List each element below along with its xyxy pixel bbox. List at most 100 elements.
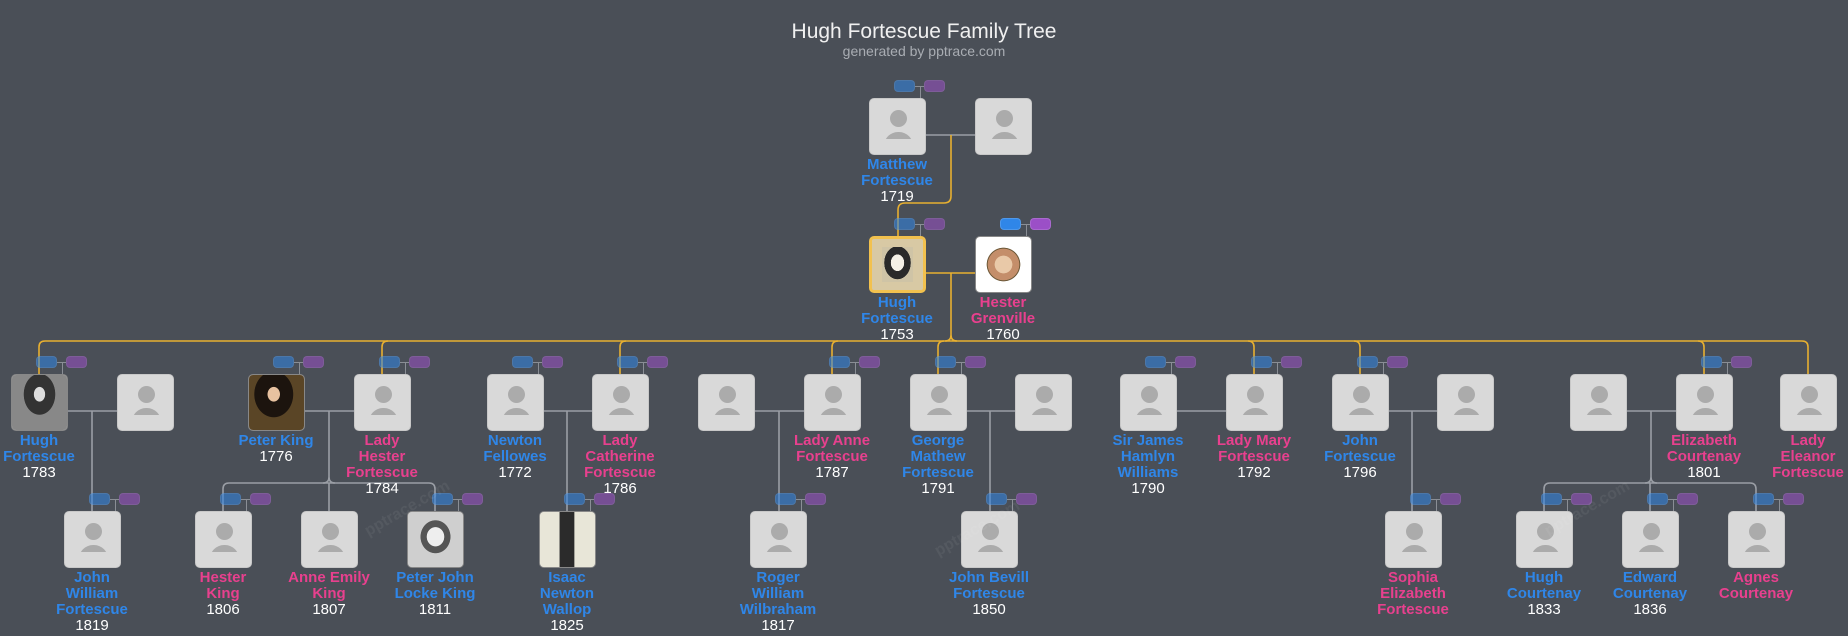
add-father-button[interactable] bbox=[1410, 493, 1431, 505]
person-name[interactable]: Newton Fellowes bbox=[483, 432, 547, 465]
person-photo[interactable] bbox=[974, 236, 1032, 293]
add-mother-button[interactable] bbox=[1175, 356, 1196, 368]
person-avatar[interactable] bbox=[1675, 374, 1733, 431]
person-photo[interactable] bbox=[868, 236, 926, 293]
person-name[interactable]: Lady Anne Fortescue bbox=[793, 432, 871, 465]
add-mother-button[interactable] bbox=[924, 218, 945, 230]
unknown-spouse-node[interactable] bbox=[676, 374, 776, 431]
person-name[interactable]: Hester King bbox=[199, 569, 247, 602]
add-mother-button[interactable] bbox=[805, 493, 826, 505]
person-name[interactable]: George Mathew Fortescue bbox=[902, 432, 974, 481]
unknown-spouse-node[interactable] bbox=[95, 374, 195, 431]
person-photo[interactable] bbox=[10, 374, 68, 431]
add-father-button[interactable] bbox=[564, 493, 585, 505]
person-photo[interactable] bbox=[406, 511, 464, 568]
person-node[interactable]: Sophia Elizabeth Fortescue bbox=[1363, 511, 1463, 618]
add-father-button[interactable] bbox=[986, 493, 1007, 505]
add-mother-button[interactable] bbox=[1016, 493, 1037, 505]
person-name[interactable]: Lady Hester Fortescue bbox=[346, 432, 418, 481]
person-avatar[interactable] bbox=[1621, 511, 1679, 568]
add-mother-button[interactable] bbox=[859, 356, 880, 368]
person-avatar[interactable] bbox=[868, 98, 926, 155]
person-node[interactable]: Lady Eleanor Fortescue bbox=[1758, 374, 1848, 481]
add-father-button[interactable] bbox=[379, 356, 400, 368]
add-father-button[interactable] bbox=[894, 218, 915, 230]
person-avatar[interactable] bbox=[63, 511, 121, 568]
add-mother-button[interactable] bbox=[1440, 493, 1461, 505]
add-mother-button[interactable] bbox=[1387, 356, 1408, 368]
person-avatar[interactable] bbox=[960, 511, 1018, 568]
add-father-button[interactable] bbox=[617, 356, 638, 368]
add-father-button[interactable] bbox=[1000, 218, 1021, 230]
unknown-spouse-node[interactable] bbox=[1548, 374, 1648, 431]
add-father-button[interactable] bbox=[935, 356, 956, 368]
add-mother-button[interactable] bbox=[594, 493, 615, 505]
person-avatar[interactable] bbox=[591, 374, 649, 431]
person-avatar[interactable] bbox=[1569, 374, 1627, 431]
person-name[interactable]: John William Fortescue bbox=[56, 569, 128, 618]
person-avatar[interactable] bbox=[974, 98, 1032, 155]
add-mother-button[interactable] bbox=[965, 356, 986, 368]
person-name[interactable]: Hugh Courtenay bbox=[1506, 569, 1582, 602]
add-mother-button[interactable] bbox=[250, 493, 271, 505]
person-name[interactable]: Hugh Fortescue bbox=[861, 294, 933, 327]
add-father-button[interactable] bbox=[1145, 356, 1166, 368]
person-avatar[interactable] bbox=[1515, 511, 1573, 568]
person-name[interactable]: Peter John Locke King bbox=[394, 569, 476, 602]
add-father-button[interactable] bbox=[432, 493, 453, 505]
add-father-button[interactable] bbox=[220, 493, 241, 505]
person-name[interactable]: Edward Courtenay bbox=[1612, 569, 1688, 602]
add-mother-button[interactable] bbox=[1731, 356, 1752, 368]
person-name[interactable]: Hugh Fortescue bbox=[3, 432, 75, 465]
person-name[interactable]: Hester Grenville bbox=[970, 294, 1036, 327]
person-avatar[interactable] bbox=[909, 374, 967, 431]
person-avatar[interactable] bbox=[1779, 374, 1837, 431]
person-name[interactable]: Agnes Courtenay bbox=[1718, 569, 1794, 602]
add-father-button[interactable] bbox=[36, 356, 57, 368]
add-father-button[interactable] bbox=[1701, 356, 1722, 368]
person-avatar[interactable] bbox=[116, 374, 174, 431]
person-avatar[interactable] bbox=[749, 511, 807, 568]
add-mother-button[interactable] bbox=[1030, 218, 1051, 230]
add-mother-button[interactable] bbox=[647, 356, 668, 368]
person-name[interactable]: John Fortescue bbox=[1324, 432, 1396, 465]
person-name[interactable]: Isaac Newton Wallop bbox=[539, 569, 595, 618]
person-photo[interactable] bbox=[538, 511, 596, 568]
add-mother-button[interactable] bbox=[119, 493, 140, 505]
person-name[interactable]: Lady Eleanor Fortescue bbox=[1772, 432, 1844, 481]
person-avatar[interactable] bbox=[300, 511, 358, 568]
add-father-button[interactable] bbox=[1541, 493, 1562, 505]
person-name[interactable]: John Bevill Fortescue bbox=[948, 569, 1030, 602]
add-father-button[interactable] bbox=[1357, 356, 1378, 368]
unknown-spouse-node[interactable] bbox=[1415, 374, 1515, 431]
add-mother-button[interactable] bbox=[66, 356, 87, 368]
add-mother-button[interactable] bbox=[462, 493, 483, 505]
add-mother-button[interactable] bbox=[1783, 493, 1804, 505]
add-father-button[interactable] bbox=[273, 356, 294, 368]
add-mother-button[interactable] bbox=[1571, 493, 1592, 505]
person-avatar[interactable] bbox=[1014, 374, 1072, 431]
add-mother-button[interactable] bbox=[924, 80, 945, 92]
person-avatar[interactable] bbox=[1727, 511, 1785, 568]
add-father-button[interactable] bbox=[1753, 493, 1774, 505]
add-mother-button[interactable] bbox=[1281, 356, 1302, 368]
